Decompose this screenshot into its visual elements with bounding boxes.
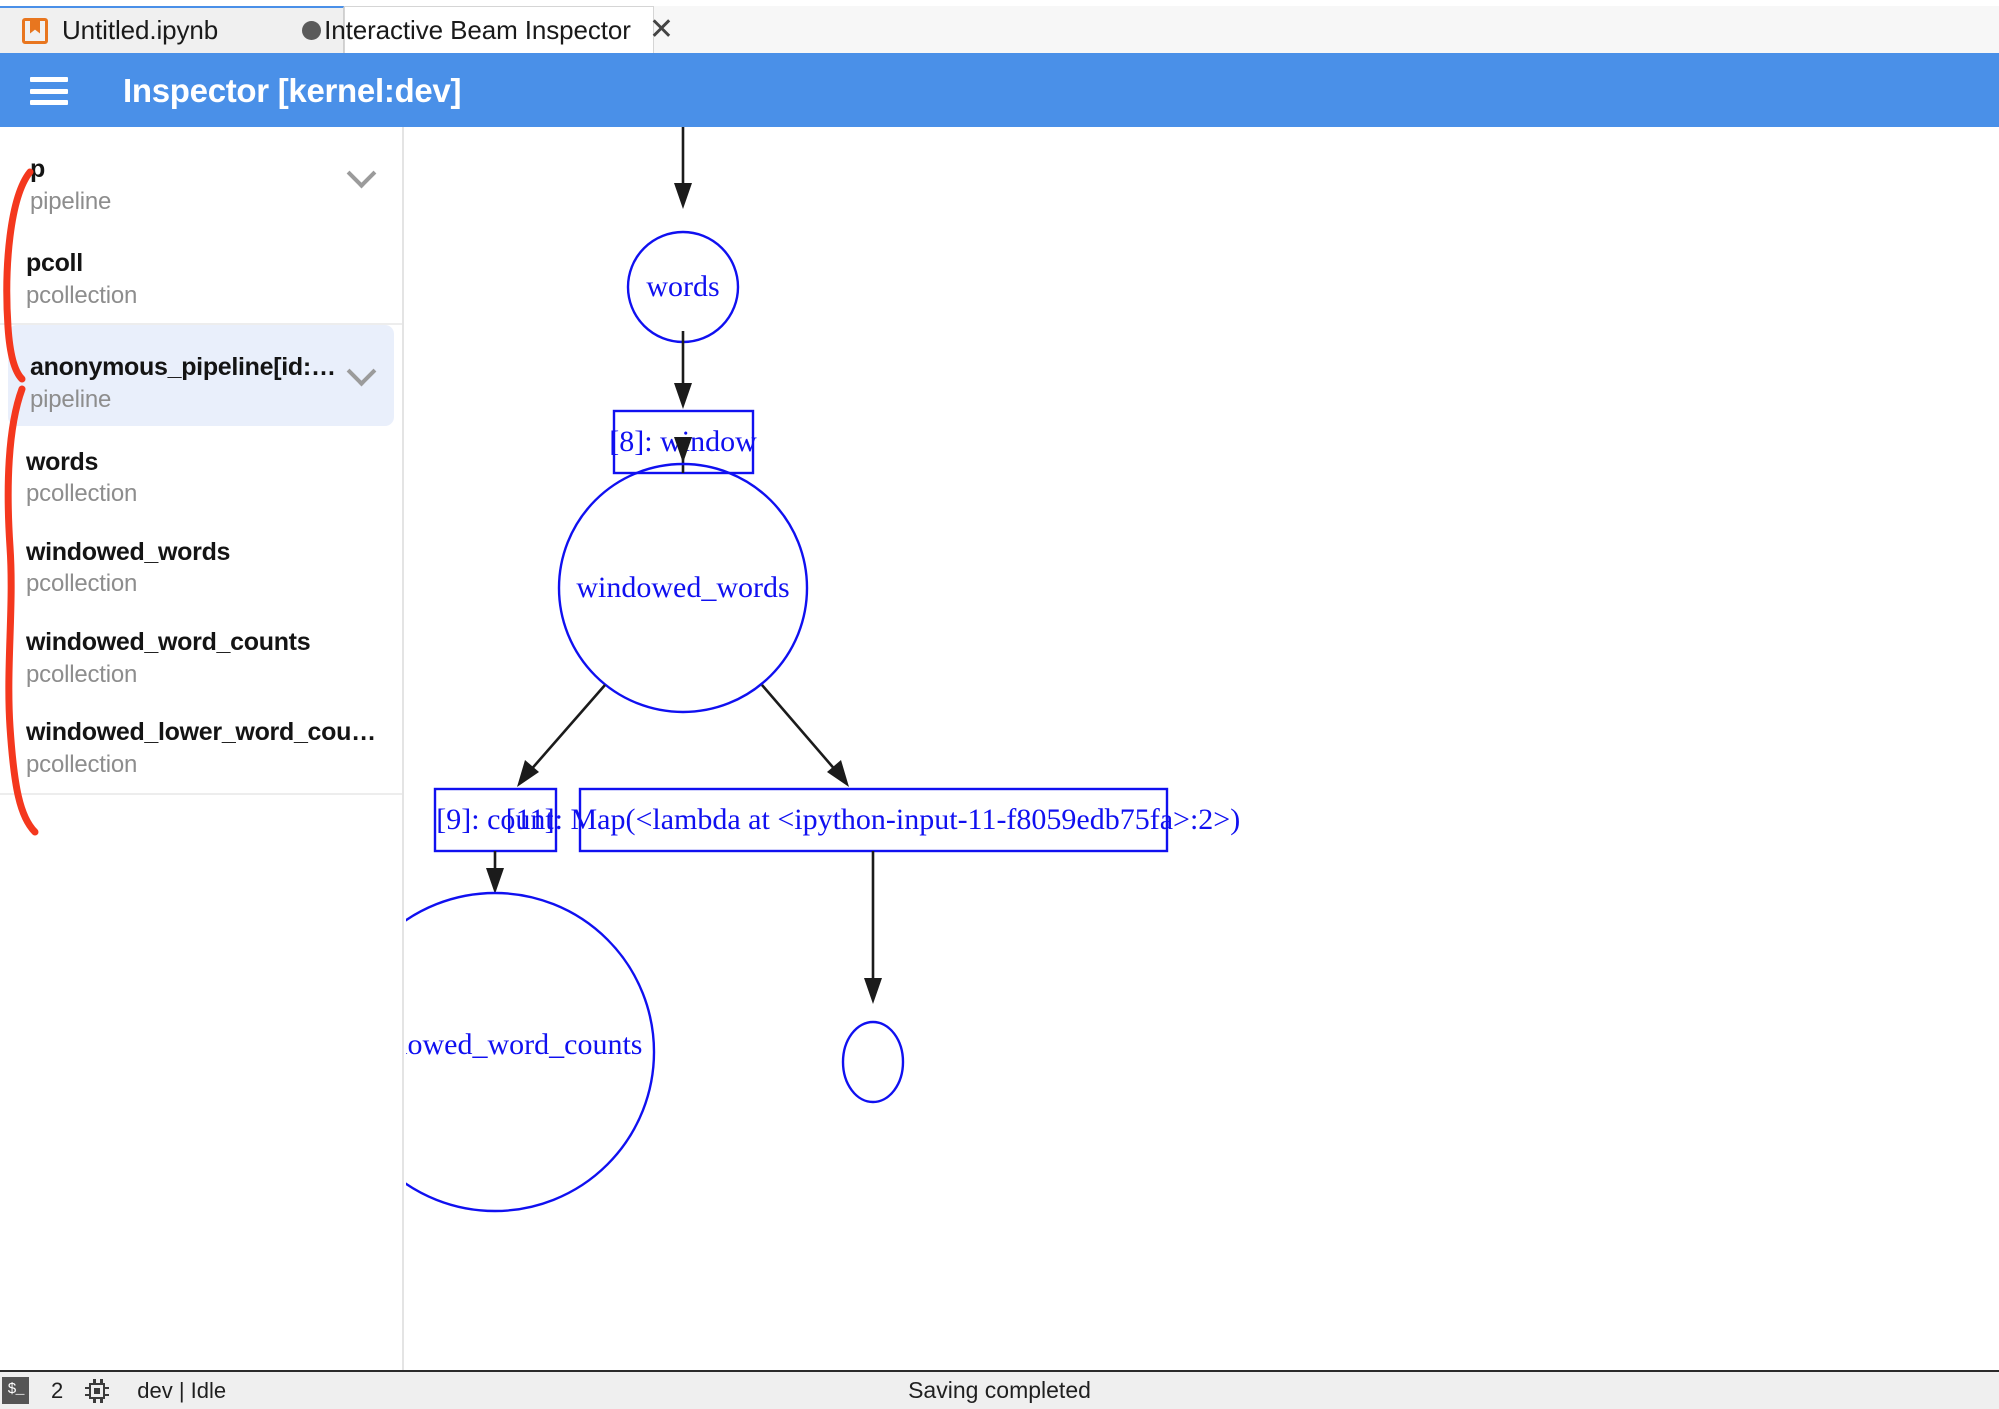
sidebar-item-windowed-lower-word-counts[interactable]: windowed_lower_word_counts pcollection bbox=[0, 696, 402, 786]
tab-label: Untitled.ipynb bbox=[62, 15, 219, 45]
chip-pin bbox=[105, 1393, 110, 1396]
chevron-down-icon[interactable] bbox=[346, 355, 376, 385]
sidebar-item-windowed-word-counts[interactable]: windowed_word_counts pcollection bbox=[0, 606, 402, 696]
save-status: Saving completed bbox=[908, 1377, 1091, 1403]
graph-node-words[interactable]: words bbox=[626, 230, 740, 344]
terminal-count: 2 bbox=[51, 1377, 64, 1403]
hamburger-icon[interactable] bbox=[30, 77, 68, 105]
graph-edge-count-to-windowed-word-counts bbox=[486, 851, 504, 894]
sidebar-item-anonymous-pipeline[interactable]: anonymous_pipeline[id:44516… pipeline bbox=[8, 325, 394, 426]
notebook-icon bbox=[22, 17, 48, 44]
sidebar-item-type: pipeline bbox=[30, 187, 112, 215]
sidebar-item-label: anonymous_pipeline[id:44516… bbox=[30, 353, 336, 382]
graph-node-map[interactable]: [11]: Map(<lambda at <ipython-input-11-f… bbox=[506, 787, 1240, 853]
unsaved-dot-icon[interactable] bbox=[302, 21, 321, 40]
graph-edge-top-to-words bbox=[674, 127, 692, 209]
app-header: Inspector [kernel:dev] bbox=[0, 55, 1999, 127]
page-title: Inspector [kernel:dev] bbox=[123, 72, 462, 109]
chip-icon[interactable] bbox=[85, 1378, 110, 1403]
sidebar-item-label: words bbox=[26, 447, 99, 476]
graph-edge-window-to-windowed-words bbox=[674, 437, 692, 473]
chip-pin bbox=[93, 1398, 96, 1403]
graph-edge-words-to-window bbox=[674, 331, 692, 409]
sidebar-item-label: p bbox=[30, 155, 45, 183]
sidebar-item-type: pcollection bbox=[26, 281, 138, 309]
chip-body bbox=[89, 1382, 106, 1399]
hamburger-bar bbox=[30, 100, 68, 105]
graph-node-label: windowed_word_counts bbox=[406, 1028, 642, 1061]
chip-pin bbox=[100, 1398, 103, 1403]
graph-edge-windowed-words-to-map bbox=[761, 684, 849, 787]
graph-node-label: [9]: count bbox=[436, 803, 554, 836]
sidebar-item-label: pcoll bbox=[26, 249, 83, 278]
graph-node-label: words bbox=[646, 270, 719, 303]
tab-untitled-ipynb[interactable]: Untitled.ipynb bbox=[0, 6, 344, 53]
sidebar-item-windowed-words[interactable]: windowed_words pcollection bbox=[0, 516, 402, 606]
tab-label: Interactive Beam Inspector bbox=[324, 14, 631, 45]
chip-pin bbox=[93, 1378, 96, 1383]
chip-pin bbox=[85, 1393, 90, 1396]
pipeline-group-anonymous: anonymous_pipeline[id:44516… pipeline wo… bbox=[0, 325, 402, 795]
sidebar-item-type: pcollection bbox=[26, 750, 138, 778]
sidebar-item-type: pcollection bbox=[26, 480, 138, 508]
graph-node-windowed-words[interactable]: windowed_words bbox=[557, 462, 809, 714]
pipeline-graph: words [8]: window windowed_words bbox=[406, 127, 1240, 1213]
graph-node-windowed-word-counts[interactable]: windowed_word_counts bbox=[406, 891, 656, 1213]
hamburger-bar bbox=[30, 88, 68, 94]
sidebar-item-type: pcollection bbox=[26, 660, 138, 688]
graph-edge-map-to-clipped-node bbox=[864, 851, 882, 1004]
sidebar-item-label: windowed_lower_word_counts bbox=[26, 718, 384, 747]
pipeline-group-p: p pipeline pcoll pcollection bbox=[0, 127, 402, 326]
work-area: p pipeline pcoll pcollection anonymous_p… bbox=[0, 127, 1999, 1370]
terminal-icon[interactable]: $_ bbox=[2, 1377, 29, 1404]
kernel-status[interactable]: dev | Idle bbox=[137, 1377, 227, 1403]
pipeline-graph-pane[interactable]: words [8]: window windowed_words bbox=[406, 127, 1999, 1370]
sidebar-item-label: windowed_word_counts bbox=[26, 628, 311, 657]
chevron-down-icon[interactable] bbox=[346, 157, 376, 187]
sidebar-item-label: windowed_words bbox=[26, 537, 231, 566]
tab-interactive-beam-inspector[interactable]: Interactive Beam Inspector ✕ bbox=[324, 6, 674, 53]
sidebar-item-pcoll[interactable]: pcoll pcollection bbox=[0, 227, 402, 317]
close-icon[interactable]: ✕ bbox=[648, 12, 674, 47]
graph-node-label: [11]: Map(<lambda at <ipython-input-11-f… bbox=[506, 803, 1240, 836]
hamburger-bar bbox=[30, 77, 68, 82]
sidebar-item-words[interactable]: words pcollection bbox=[0, 426, 402, 516]
chip-pin bbox=[105, 1386, 110, 1389]
graph-edge-windowed-words-to-count bbox=[517, 684, 606, 787]
inspector-sidebar[interactable]: p pipeline pcoll pcollection anonymous_p… bbox=[0, 127, 404, 1370]
graph-node-label: windowed_words bbox=[576, 571, 789, 604]
status-bar: $_ 2 dev | Idle Saving completed bbox=[0, 1370, 1999, 1409]
sidebar-item-type: pipeline bbox=[30, 385, 112, 413]
sidebar-item-type: pcollection bbox=[26, 570, 138, 598]
chip-pin bbox=[85, 1386, 90, 1389]
chip-core bbox=[94, 1387, 101, 1394]
chip-pin bbox=[100, 1378, 103, 1383]
sidebar-item-p[interactable]: p pipeline bbox=[8, 127, 394, 227]
tab-bar: Untitled.ipynb Interactive Beam Inspecto… bbox=[0, 0, 1999, 55]
graph-node-clipped[interactable] bbox=[841, 1020, 905, 1104]
